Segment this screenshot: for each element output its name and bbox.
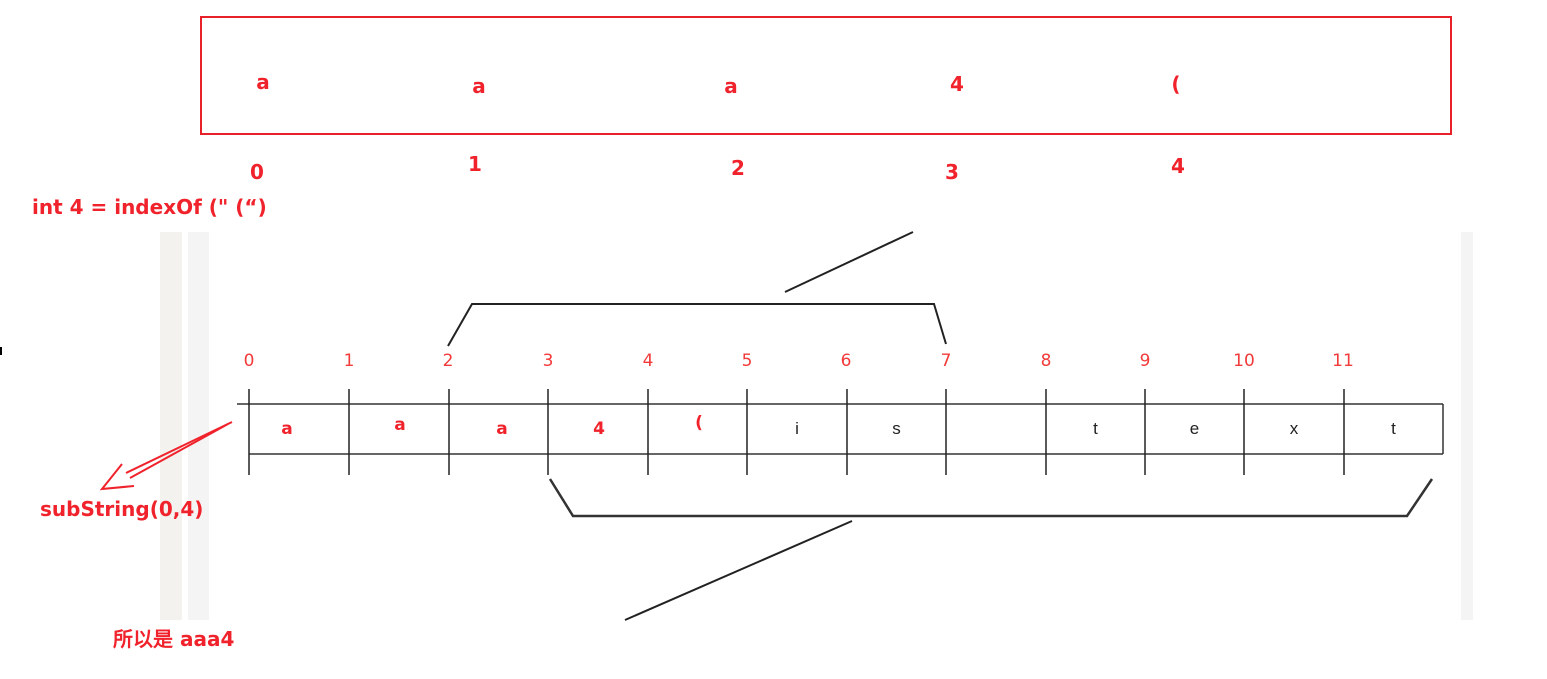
string-cell: t: [1093, 419, 1098, 438]
string-index: 2: [442, 351, 454, 371]
string-index: 9: [1139, 351, 1151, 371]
result-annotation: 所以是 aaa4: [113, 627, 235, 651]
top-array-char: a: [724, 74, 738, 98]
string-cell: a: [281, 419, 293, 439]
string-index: 5: [741, 351, 753, 371]
edge-mark: [0, 347, 2, 355]
string-cell: i: [795, 419, 799, 438]
top-array-box: [200, 16, 1452, 135]
string-index: 11: [1332, 351, 1354, 371]
indexof-annotation: int 4 = indexOf (" (“): [32, 195, 267, 219]
top-array-char: a: [472, 74, 486, 98]
string-index: 3: [542, 351, 554, 371]
top-array-char: 4: [950, 72, 964, 96]
background-panel-left-2: [188, 232, 209, 620]
string-index: 1: [343, 351, 355, 371]
string-cell: s: [892, 419, 901, 438]
top-array-index: 4: [1171, 154, 1185, 178]
substring-annotation: subString(0,4): [40, 497, 204, 521]
string-index: 4: [642, 351, 654, 371]
string-cell: (: [695, 413, 703, 433]
string-cell: [946, 404, 1046, 454]
string-cell: a: [394, 415, 406, 435]
string-index: 6: [840, 351, 852, 371]
string-cell: 4: [593, 419, 605, 439]
top-array-index: 0: [250, 160, 264, 184]
string-cell: t: [1391, 419, 1396, 438]
background-panel-right: [1461, 232, 1473, 620]
string-cell: x: [1289, 419, 1299, 438]
string-index: 10: [1233, 351, 1255, 371]
top-array-char: a: [256, 70, 270, 94]
string-cell: e: [1189, 419, 1200, 438]
top-array-index: 3: [945, 160, 959, 184]
string-index: 7: [940, 351, 952, 371]
string-cell: a: [496, 419, 508, 439]
background-panel-left: [160, 232, 182, 620]
top-array-index: 2: [731, 156, 745, 180]
top-array-char: (: [1171, 72, 1181, 96]
top-array-index: 1: [468, 152, 482, 176]
string-index: 0: [243, 351, 255, 371]
string-index: 8: [1040, 351, 1052, 371]
